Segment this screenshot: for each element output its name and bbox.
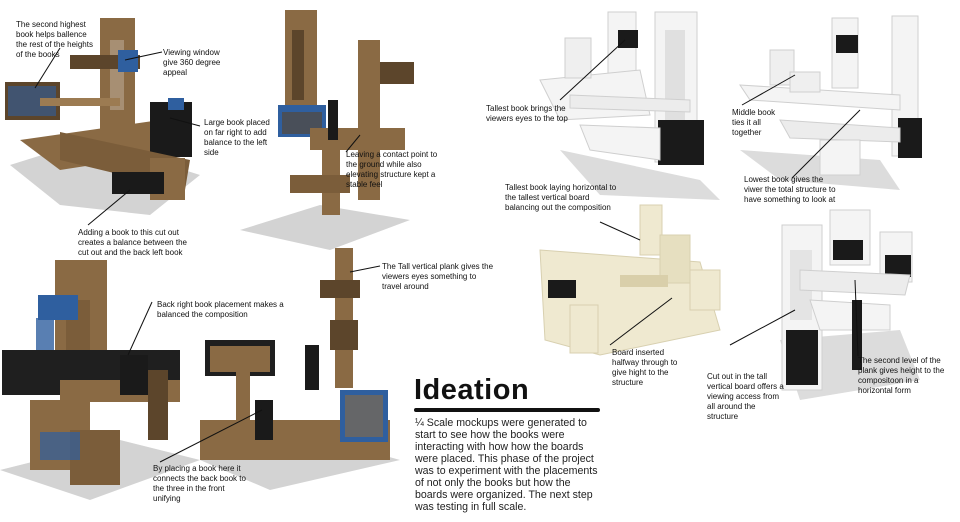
- white-model-6: [780, 209, 920, 400]
- annotation-middle-book: Middle book ties it all together: [732, 108, 776, 137]
- annotation-large-book: Large book placed on far right to add ba…: [204, 118, 270, 157]
- annotation-cutout-vertical-board: Cut out in the tall vertical board offer…: [707, 372, 784, 421]
- annotation-back-right-book: Back right book placement makes a balanc…: [157, 300, 284, 319]
- annotation-lowest-book: Lowest book gives the viwer the total st…: [744, 175, 836, 204]
- white-model-4: [739, 15, 922, 190]
- annotation-leader-lines: [34, 39, 861, 463]
- section-title: Ideation: [414, 374, 530, 406]
- annotation-board-inserted: Board inserted halfway through to give h…: [612, 348, 678, 387]
- annotation-cutout-book: Adding a book to this cut out creates a …: [78, 228, 187, 257]
- annotation-tallest-book: Tallest book brings the viewers eyes to …: [486, 104, 568, 123]
- cardboard-model-1: [5, 18, 200, 215]
- annotation-tall-vertical-plank: The Tall vertical plank gives the viewer…: [382, 262, 494, 291]
- annotation-viewing-window: Viewing window give 360 degree appeal: [163, 48, 221, 77]
- cardboard-model-7: [0, 260, 200, 500]
- annotation-connecting-book: By placing a book here it connects the b…: [153, 464, 246, 503]
- section-description: ¼ Scale mockups were generated to start …: [415, 417, 598, 513]
- annotation-tallest-book-horizontal: Tallest book laying horizontal to the ta…: [505, 183, 617, 212]
- title-underline: [414, 408, 600, 412]
- white-model-3: [539, 11, 720, 200]
- cardboard-model-8: [200, 248, 400, 490]
- annotation-contact-point: Leaving a contact point to the ground wh…: [346, 150, 438, 189]
- cardboard-model-2: [240, 10, 414, 250]
- annotation-second-highest-book: The second highest book helps ballence t…: [16, 20, 93, 59]
- cream-model-5: [539, 204, 721, 356]
- annotation-second-level-plank: The second level of the plank gives heig…: [858, 356, 945, 395]
